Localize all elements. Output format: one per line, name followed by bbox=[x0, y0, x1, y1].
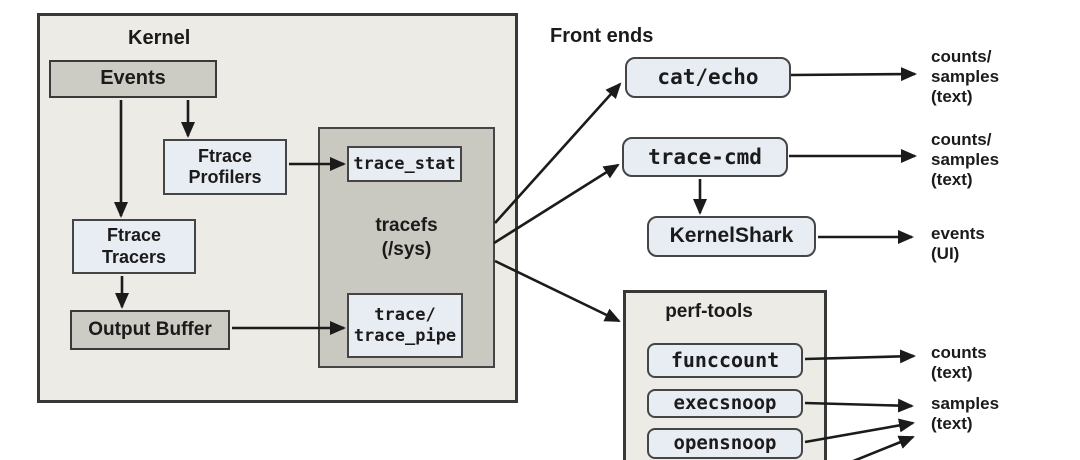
cat-echo-box: cat/echo bbox=[625, 57, 791, 98]
ftrace-tracers-box: Ftrace Tracers bbox=[72, 219, 196, 274]
kernel-title: Kernel bbox=[128, 27, 191, 49]
output-buffer-box: Output Buffer bbox=[70, 310, 230, 350]
tracefs-title: tracefs (/sys) bbox=[375, 215, 438, 260]
trace-cmd-box: trace-cmd bbox=[622, 137, 788, 177]
output-counts-samples-text-2: counts/ samples (text) bbox=[931, 130, 1000, 189]
arrow-cat-echo-to-output bbox=[790, 67, 917, 82]
ftrace-profilers-box: Ftrace Profilers bbox=[163, 139, 287, 195]
opensnoop-box: opensnoop bbox=[647, 428, 803, 459]
front-ends-title: Front ends bbox=[550, 25, 654, 47]
execsnoop-box: execsnoop bbox=[647, 389, 803, 418]
trace-stat-box: trace_stat bbox=[347, 146, 462, 182]
funccount-box: funccount bbox=[647, 343, 803, 378]
output-samples-text: samples (text) bbox=[931, 394, 1000, 433]
events-box: Events bbox=[49, 60, 217, 98]
kernelshark-box: KernelShark bbox=[647, 216, 816, 257]
output-events-ui: events (UI) bbox=[931, 224, 985, 263]
output-counts-text: counts (text) bbox=[931, 343, 987, 382]
trace-pipe-box: trace/ trace_pipe bbox=[347, 293, 463, 358]
arrow-offscreen-tool-to-output bbox=[852, 435, 915, 460]
perf-tools-title: perf-tools bbox=[665, 301, 753, 322]
output-counts-samples-text-1: counts/ samples (text) bbox=[931, 47, 1000, 106]
